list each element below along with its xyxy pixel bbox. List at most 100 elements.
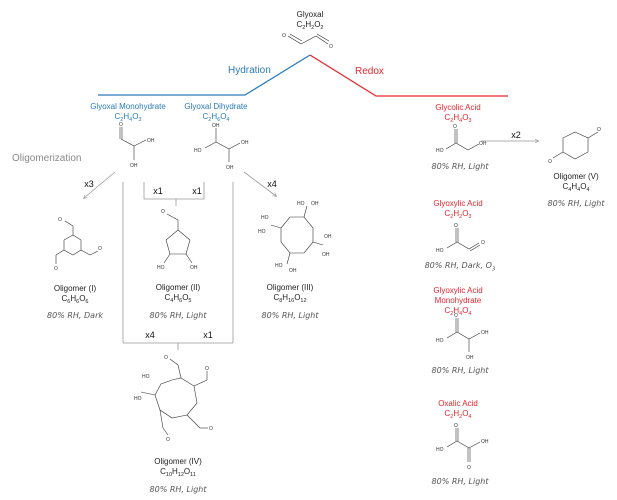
- glyoxylic-acid-monohydrate-structure: O HO OH OH: [436, 313, 489, 361]
- glyoxal-monohydrate-name: Glyoxal Monohydrate: [90, 102, 166, 111]
- svg-text:O: O: [597, 127, 601, 133]
- hydration-branch-line: [98, 54, 311, 96]
- atom-o: O: [282, 33, 286, 39]
- formula-element: C: [202, 112, 209, 121]
- formula-element: H: [172, 467, 178, 476]
- formula-element: O: [132, 112, 139, 121]
- formula-element: H: [453, 113, 460, 122]
- oligomer-5-name: Oligomer (V): [553, 172, 599, 181]
- redox-label: Redox: [355, 66, 384, 77]
- formula-count: 4: [459, 118, 463, 124]
- formula-count: 4: [586, 187, 590, 193]
- svg-text:O: O: [467, 465, 471, 471]
- formula-count: 4: [577, 187, 581, 193]
- svg-text:OH: OH: [241, 140, 249, 146]
- conditions-subscript: 3: [491, 266, 496, 273]
- svg-text:O: O: [164, 355, 168, 361]
- formula-element: H: [571, 182, 578, 191]
- formula-count: 8: [279, 298, 283, 304]
- svg-text:OH: OH: [479, 141, 487, 147]
- svg-text:OH: OH: [130, 163, 138, 169]
- oligomer-2-formula: C4H6O5: [165, 293, 192, 306]
- oligomer-4-name: Oligomer (IV): [154, 457, 202, 466]
- svg-text:HO: HO: [134, 396, 142, 402]
- glyoxylic-acid-name: Glyoxylic Acid: [433, 199, 483, 208]
- oligomerization-connectors: [84, 141, 538, 350]
- glycolic-acid-formula: C2H4O3: [445, 113, 472, 126]
- svg-text:OH: OH: [311, 201, 319, 207]
- glyoxal-name: Glyoxal: [296, 10, 324, 19]
- formula-count: 2: [450, 414, 454, 420]
- svg-text:OH: OH: [147, 138, 155, 144]
- svg-text:O: O: [454, 313, 458, 319]
- formula-element: H: [453, 306, 460, 315]
- formula-count: 4: [129, 117, 133, 123]
- formula-element: C: [114, 112, 121, 121]
- atom-o: O: [329, 44, 333, 50]
- oxalic-acid-formula: C2H2O4: [445, 409, 472, 422]
- multiplier-oligomer-2-left: x1: [153, 186, 163, 196]
- svg-text:O: O: [454, 223, 458, 229]
- multiplier-oligomer-5: x2: [511, 130, 521, 140]
- svg-text:OH: OH: [322, 252, 330, 258]
- formula-count: 6: [76, 299, 80, 305]
- formula-element: C: [444, 209, 451, 218]
- formula-element: C: [296, 20, 303, 29]
- oligomer-4-structure: O O O O HO HO: [134, 355, 213, 443]
- oxalic-acid-name: Oxalic Acid: [438, 399, 478, 408]
- svg-text:O: O: [209, 426, 213, 432]
- svg-text:O: O: [481, 240, 485, 246]
- oligomer-3-conditions: 80% RH, Light: [261, 311, 319, 320]
- bracket-oligomer-2: [143, 182, 205, 200]
- formula-count: 6: [67, 299, 71, 305]
- formula-element: C: [160, 467, 166, 476]
- formula-element: O: [79, 294, 86, 303]
- glyoxal-monohydrate-structure: O OH OH: [119, 122, 155, 169]
- redox-branch-line: [309, 54, 508, 97]
- formula-count: 2: [320, 25, 324, 31]
- formula-element: O: [220, 112, 227, 121]
- formula-element: H: [305, 20, 312, 29]
- glyoxylic-acid-monohydrate-formula: C2H4O4: [445, 306, 472, 319]
- glyoxal-monohydrate-formula: C2H4O3: [115, 112, 142, 125]
- formula-element: C: [444, 113, 451, 122]
- oligomer-1-structure: O O O: [54, 217, 102, 272]
- svg-text:OH: OH: [481, 439, 489, 445]
- formula-element: O: [314, 20, 321, 29]
- formula-element: O: [462, 409, 469, 418]
- oligomer-5-conditions: 80% RH, Light: [547, 199, 605, 208]
- svg-text:OH: OH: [289, 268, 297, 274]
- svg-text:HO: HO: [258, 229, 266, 235]
- oligomer-5-formula: C4H4O4: [563, 182, 590, 195]
- formula-count: 4: [226, 117, 230, 123]
- oligomer-1-formula: C6H6O6: [62, 294, 89, 307]
- formula-count: 11: [190, 472, 196, 478]
- oligomer-3-formula: C8H16O12: [273, 293, 306, 306]
- svg-text:OH: OH: [212, 123, 220, 129]
- glyoxylic-acid-structure: O HO O: [436, 223, 485, 254]
- oligomer-2-structure: O HO OH: [157, 209, 198, 271]
- arrow-to-oligomer-1: [84, 171, 116, 198]
- formula-count: 4: [468, 311, 472, 317]
- formula-element: O: [183, 467, 191, 476]
- glyoxal-dihydrate-name: Glyoxal Dihydrate: [184, 102, 248, 111]
- svg-text:HO: HO: [157, 265, 165, 271]
- svg-text:O: O: [58, 217, 62, 223]
- oxalic-acid-structure: O HO OH O: [436, 423, 489, 471]
- svg-text:O: O: [454, 423, 458, 429]
- formula-count: 2: [302, 25, 306, 31]
- svg-text:HO: HO: [142, 374, 150, 380]
- formula-count: 6: [217, 117, 221, 123]
- oligomer-2-conditions: 80% RH, Light: [149, 311, 207, 320]
- glyoxylic-acid-monohydrate-conditions: 80% RH, Light: [431, 366, 489, 375]
- formula-count: 2: [120, 117, 124, 123]
- oligomerization-label: Oligomerization: [12, 153, 82, 164]
- formula-count: 4: [170, 298, 174, 304]
- multiplier-oligomer-4-left: x4: [145, 330, 155, 340]
- svg-text:OH: OH: [190, 265, 198, 271]
- glyoxylic-acid-formula: C2H2O3: [445, 209, 472, 222]
- formula-count: 4: [568, 187, 572, 193]
- formula-element: C: [273, 293, 280, 302]
- formula-element: H: [211, 112, 218, 121]
